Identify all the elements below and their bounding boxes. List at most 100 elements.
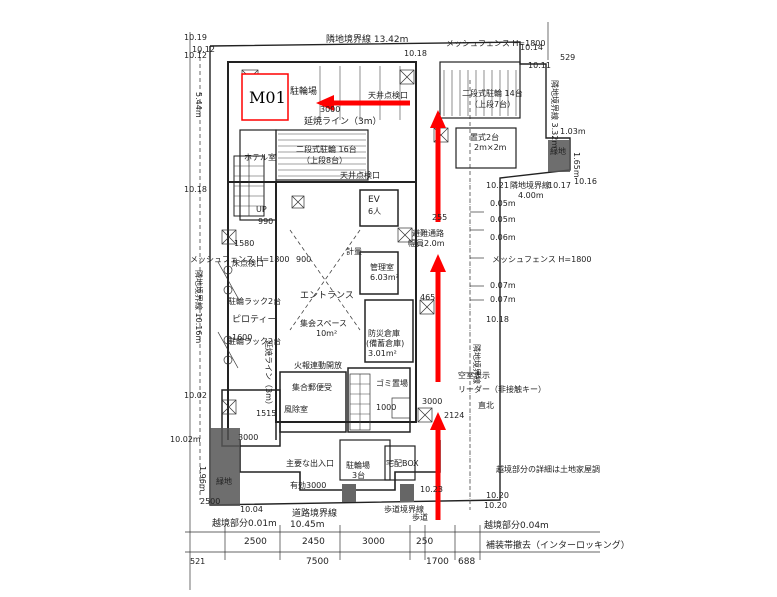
piloti-label: ピロティー	[232, 314, 276, 325]
dim-1515: 1515	[256, 409, 276, 418]
bike-rack-main-label: 二段式駐輪 14台	[462, 88, 523, 98]
right-fence	[469, 180, 484, 500]
ev-capacity: 6人	[368, 207, 381, 216]
hotel-room-label: ホテル室	[244, 152, 276, 162]
right-level-1: 10.21	[486, 181, 509, 190]
bike-rack-center-label: 二段式駐輪 16台	[296, 144, 357, 154]
bike-rack-2-label: 駐輪ラック2台	[228, 336, 281, 346]
direction-label: 直北	[478, 400, 494, 410]
bike-rack-main-sub: （上段7台）	[470, 99, 515, 109]
entrance-label: エントランス	[300, 290, 354, 301]
bottom-dim-2500-b: 2500	[200, 497, 220, 506]
bottom-dim-2450: 2450	[302, 537, 325, 547]
dimension-frame	[185, 22, 600, 590]
right-side-length: 1.65m	[572, 152, 581, 178]
parking-label: 駐輪場	[290, 85, 317, 97]
dim-3000-left: 3000	[238, 433, 258, 442]
scale-label: 計量	[346, 246, 362, 256]
small-rack-sub: 2m×2m	[474, 143, 507, 152]
evacuation-arrows	[316, 95, 446, 520]
disaster-store-area: 3.01m²	[368, 349, 397, 358]
bottom-level-3: 10.23	[420, 485, 443, 494]
arrow-head-upper	[430, 110, 446, 128]
top-labels: 隣地境界線 13.42m メッシュフェンス H=1800 10.19 10.12…	[184, 33, 575, 70]
dim-1000: 1000	[376, 403, 396, 412]
top-level-2: 10.12	[192, 45, 215, 54]
mailbox-grid	[349, 373, 411, 431]
center-fire-line: 延焼ライン（3m）	[264, 340, 274, 409]
entrance-void	[289, 229, 361, 331]
bike-rack-center-sub: （上段8台）	[302, 155, 347, 165]
road-boundary-length: 10.45m	[290, 520, 325, 530]
right-boundary-labels: 隣地境界線 3.32m 隣地境界線 4.00m 10.21 10.17 10.1…	[486, 80, 597, 304]
bike-rack-hatching	[278, 66, 517, 177]
left-boundary-top: 5.44m	[194, 92, 203, 118]
offset-3: 0.06m	[490, 233, 516, 242]
right-side-boundary: 隣地境界線	[472, 344, 482, 384]
top-level-4: 10.14	[520, 43, 543, 52]
main-entry-label: 主要な出入口	[286, 458, 334, 468]
green-areas	[210, 140, 570, 506]
disaster-store-sub: (備蓄倉庫)	[366, 338, 404, 348]
room-tag-m01[interactable]: M01	[241, 73, 289, 121]
room-tag-label: M01	[249, 88, 286, 107]
building-walls	[221, 61, 521, 491]
right-boundary-vertical: 隣地境界線 3.32m	[550, 80, 560, 148]
bottom-dim-2500-a: 2500	[244, 537, 267, 547]
trash-label: ゴミ置場	[376, 378, 408, 388]
green-label-right: 緑地	[550, 146, 566, 156]
pedestrian-boundary-label: 歩道境界線	[384, 504, 424, 514]
dim-1580: 1580	[234, 239, 254, 248]
top-level-1: 10.19	[184, 33, 207, 42]
dim-1600: 1600	[232, 333, 252, 342]
effective-width: 有効3000	[290, 480, 326, 490]
ceiling-check-2-label: 天井点検口	[340, 170, 380, 180]
evacuation-label: 避難通路	[412, 228, 444, 238]
bike-icons	[217, 261, 239, 369]
dim-990: 990	[258, 217, 273, 226]
evacuation-width: 幅員2.0m	[408, 238, 445, 248]
road-boundary-label: 道路境界線	[292, 507, 337, 519]
delivery-box-label: 宅配BOX	[386, 458, 419, 468]
bottom-dim-3000: 3000	[362, 537, 385, 547]
stair-up-label: UP	[256, 205, 267, 214]
boundary-note: 越境部分の詳細は土地家屋調	[496, 464, 600, 474]
right-level-3: 10.16	[574, 177, 597, 186]
right-fence-label: メッシュフェンス H=1800	[492, 255, 591, 264]
bottom-dim-688: 688	[458, 557, 475, 567]
dim-255: 255	[432, 213, 447, 222]
gathering-label: 集会スペース	[300, 318, 347, 328]
retreat-right-label: 越境部分0.04m	[484, 519, 549, 531]
center-labels: EV 6人 避難通路 幅員2.0m エントランス 集会スペース 10m² 管理室…	[232, 195, 546, 522]
offset-2: 0.05m	[490, 215, 516, 224]
bottom-dim-521: 521	[190, 557, 205, 566]
north-dim-3000: 3000	[320, 105, 340, 114]
bottom-dim-250: 250	[416, 537, 433, 547]
reader-label: リーダー（非接触キー）	[458, 384, 546, 394]
bottom-level-2: 10.20	[484, 501, 507, 510]
offset-1: 0.05m	[490, 199, 516, 208]
dim-3000-right: 3000	[422, 397, 442, 406]
right-side-labels: 10.18 隣地境界線 直北 10.20	[472, 315, 509, 500]
small-rack-label: 置式2台	[470, 132, 499, 142]
arrow-head-middle	[430, 254, 446, 272]
disaster-store-label: 防災倉庫	[368, 328, 400, 338]
small-bike-label: 駐輪場	[346, 460, 370, 470]
stair	[233, 155, 265, 217]
ev-label: EV	[368, 195, 381, 205]
walk-label: 歩道	[412, 512, 428, 522]
fire-spread-label: 延焼ライン（3m）	[304, 115, 382, 127]
right-level-2: 10.17	[548, 181, 571, 190]
green-label-left: 緑地	[216, 476, 232, 486]
mail-label: 集合郵便受	[292, 382, 332, 392]
dim-465: 465	[420, 293, 435, 302]
ceiling-check-label: 天井点検口	[368, 90, 408, 100]
arrow-head-bottom	[430, 412, 446, 430]
left-level-2: 10.18	[184, 185, 207, 194]
bottom-labels: 道路境界線 10.45m 越境部分0.01m 越境部分0.04m 補装帯撤去（イ…	[190, 464, 630, 567]
dim-2124: 2124	[444, 411, 464, 420]
left-level-3: 10.02	[184, 391, 207, 400]
management-room-label: 管理室	[370, 262, 394, 272]
left-dim-196: 1.96m	[198, 466, 207, 492]
